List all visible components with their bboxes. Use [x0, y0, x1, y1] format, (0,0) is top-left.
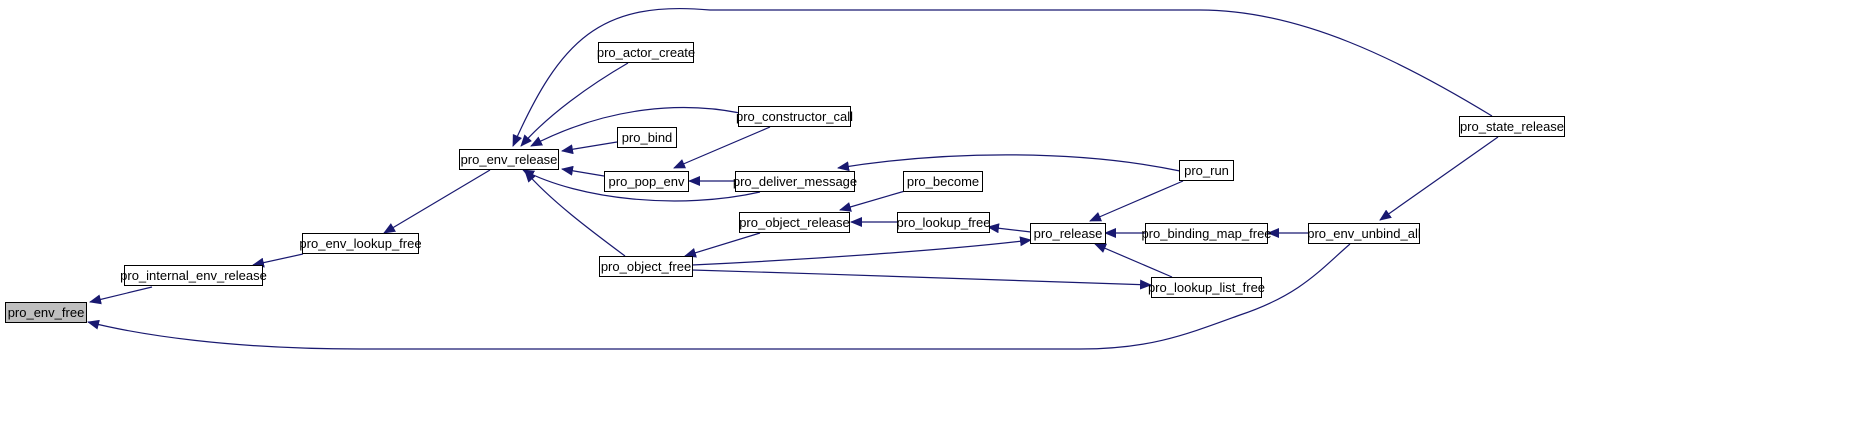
node-label: pro_run	[1184, 163, 1229, 178]
node-box	[124, 265, 263, 286]
node-pro_run[interactable]: pro_run	[1179, 160, 1234, 181]
node-pro_lookup_free[interactable]: pro_lookup_free	[897, 212, 991, 233]
edge-pro_object_release-to-pro_object_free	[684, 232, 761, 258]
node-pro_actor_create[interactable]: pro_actor_create	[597, 42, 695, 63]
edge-pro_state_release-to-pro_env_unbind_all	[1379, 136, 1499, 221]
edge-pro_pop_env-to-pro_env_release	[561, 165, 605, 177]
node-pro_constructor_call[interactable]: pro_constructor_call	[736, 106, 853, 127]
node-pro_env_release[interactable]: pro_env_release	[459, 149, 559, 170]
edge-pro_object_free-to-pro_env_release	[524, 170, 626, 257]
node-box	[1308, 223, 1420, 244]
node-pro_pop_env[interactable]: pro_pop_env	[604, 171, 689, 192]
node-label: pro_internal_env_release	[120, 268, 267, 283]
node-label: pro_deliver_message	[733, 174, 857, 189]
node-label: pro_become	[907, 174, 979, 189]
node-label: pro_state_release	[1460, 119, 1564, 134]
node-pro_release[interactable]: pro_release	[1030, 223, 1106, 244]
node-box	[1459, 116, 1565, 137]
node-box	[302, 233, 419, 254]
node-pro_state_release[interactable]: pro_state_release	[1459, 116, 1565, 137]
node-pro_env_unbind_all[interactable]: pro_env_unbind_all	[1307, 223, 1421, 244]
node-pro_deliver_message[interactable]: pro_deliver_message	[733, 171, 857, 192]
node-pro_become[interactable]: pro_become	[903, 171, 983, 192]
node-label: pro_constructor_call	[736, 109, 853, 124]
edge-pro_internal_env_release-to-pro_env_free	[89, 286, 153, 305]
edge-pro_become-to-pro_object_release	[839, 190, 906, 212]
node-label: pro_binding_map_free	[1141, 226, 1271, 241]
edge-pro_bind-to-pro_env_release	[561, 141, 618, 155]
node-box	[735, 171, 855, 192]
nodes: pro_env_free pro_internal_env_release pro_…	[5, 42, 1565, 323]
node-pro_object_free[interactable]: pro_object_free	[599, 256, 693, 277]
edge-pro_constructor_call-to-pro_pop_env	[673, 126, 771, 169]
node-label: pro_env_lookup_free	[299, 236, 421, 251]
node-pro_bind[interactable]: pro_bind	[617, 127, 677, 148]
edge-pro_object_free-to-pro_lookup_list_free	[691, 269, 1152, 290]
node-label: pro_object_free	[601, 259, 691, 274]
node-pro_lookup_list_free[interactable]: pro_lookup_list_free	[1148, 277, 1265, 298]
node-box	[5, 302, 87, 323]
node-box	[459, 149, 559, 170]
node-label: pro_bind	[622, 130, 673, 145]
node-box	[604, 171, 689, 192]
node-box	[1179, 160, 1234, 181]
node-box	[1151, 277, 1262, 298]
edges	[87, 7, 1499, 350]
edge-pro_release-to-pro_lookup_free	[987, 223, 1032, 234]
node-pro_binding_map_free[interactable]: pro_binding_map_free	[1141, 223, 1272, 244]
edge-pro_env_unbind_all-to-pro_env_free	[87, 243, 1351, 350]
edge-pro_object_free-to-pro_release	[691, 236, 1032, 266]
edge-pro_env_lookup_free-to-pro_internal_env_release	[252, 253, 304, 268]
node-label: pro_pop_env	[609, 174, 685, 189]
node-box	[599, 256, 693, 277]
node-pro_env_free[interactable]: pro_env_free	[5, 302, 87, 323]
edge-pro_actor_create-to-pro_env_release	[520, 62, 629, 147]
edge-pro_state_release-to-pro_env_release	[512, 7, 1493, 147]
node-box	[739, 212, 850, 233]
node-box	[738, 106, 851, 127]
node-box	[617, 127, 677, 148]
node-label: pro_lookup_free	[897, 215, 991, 230]
node-box	[598, 42, 694, 63]
node-label: pro_object_release	[739, 215, 850, 230]
node-label: pro_actor_create	[597, 45, 695, 60]
edge-pro_constructor_call-to-pro_env_release	[530, 106, 741, 147]
edge-pro_lookup_list_free-to-pro_release	[1094, 243, 1173, 278]
edge-pro_run-to-pro_deliver_message	[837, 154, 1181, 172]
node-box	[1145, 223, 1268, 244]
node-label: pro_env_free	[8, 305, 85, 320]
node-label: pro_release	[1034, 226, 1103, 241]
node-box	[903, 171, 983, 192]
node-pro_internal_env_release[interactable]: pro_internal_env_release	[120, 265, 267, 286]
node-box	[897, 212, 990, 233]
edge-pro_run-to-pro_release	[1089, 180, 1184, 222]
node-box	[1030, 223, 1106, 244]
edge-pro_env_release-to-pro_env_lookup_free	[383, 169, 491, 234]
node-pro_object_release[interactable]: pro_object_release	[739, 212, 850, 233]
edge-pro_deliver_message-to-pro_env_release	[522, 169, 761, 202]
node-label: pro_env_release	[461, 152, 558, 167]
node-label: pro_lookup_list_free	[1148, 280, 1265, 295]
node-label: pro_env_unbind_all	[1307, 226, 1421, 241]
node-pro_env_lookup_free[interactable]: pro_env_lookup_free	[299, 233, 422, 254]
